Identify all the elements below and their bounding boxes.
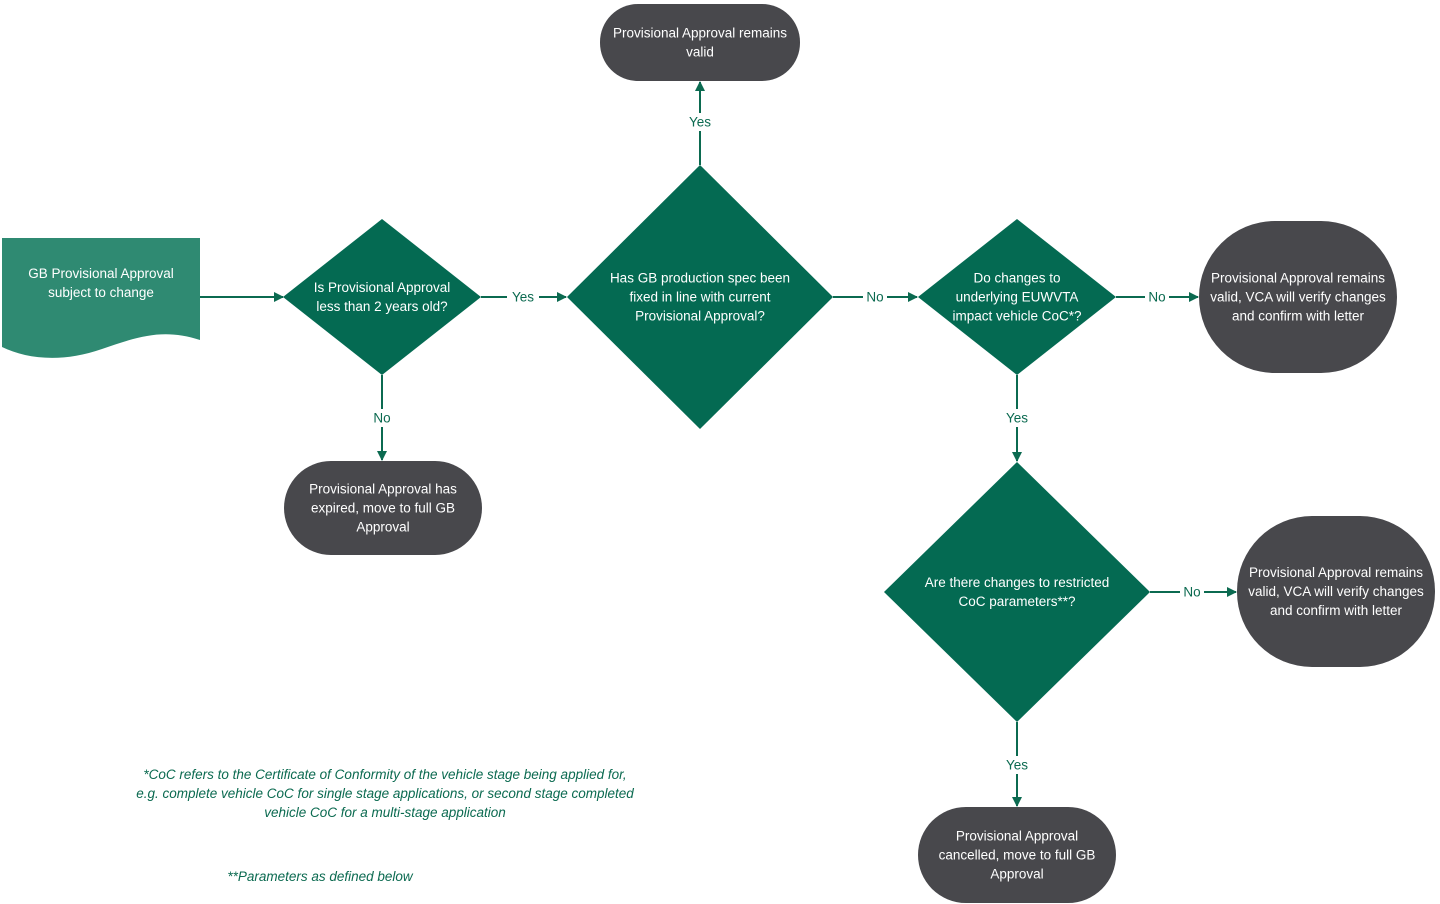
t-expired-text: Provisional Approval has <box>309 482 457 497</box>
edge-label: No <box>373 411 390 426</box>
q-euwvta-node: Do changes to underlying EUWVTA impact veh… <box>918 219 1116 375</box>
q-age-node: Is Provisional Approval less than 2 years… <box>283 219 481 375</box>
t-valid-text: valid <box>686 45 714 60</box>
t-cancelled-text: Approval <box>990 867 1043 882</box>
edge-label: Yes <box>512 290 534 305</box>
q-age-text: Is Provisional Approval <box>314 280 451 295</box>
q-age-text: less than 2 years old? <box>316 299 447 314</box>
terminal-shape <box>600 4 800 81</box>
euwvta-no-connector: No <box>1116 288 1199 306</box>
q-spec-text: Has GB production spec been <box>610 271 790 286</box>
edge-label: Yes <box>689 115 711 130</box>
start-text: subject to change <box>48 285 154 300</box>
q-euwvta-text: underlying EUWVTA <box>956 290 1079 305</box>
footnote-coc-line: *CoC refers to the Certificate of Confor… <box>143 767 627 782</box>
t-cancelled-node: Provisional Approval cancelled, move to f… <box>918 807 1116 903</box>
edge-label: Yes <box>1006 758 1028 773</box>
spec-no-connector: No <box>833 288 918 306</box>
terminal-shape <box>918 807 1116 903</box>
t-verify-2-node: Provisional Approval remains valid, VCA w… <box>1237 516 1435 667</box>
t-expired-text: Approval <box>356 520 409 535</box>
footnote-coc-line: e.g. complete vehicle CoC for single sta… <box>136 786 634 801</box>
t-verify-1-text: and confirm with letter <box>1232 309 1365 324</box>
edge-label: No <box>866 290 883 305</box>
document-shape <box>2 238 200 358</box>
start-text: GB Provisional Approval <box>28 266 174 281</box>
t-verify-2-text: valid, VCA will verify changes <box>1248 584 1424 599</box>
restricted-no-connector: No <box>1150 583 1237 601</box>
age-yes-connector: Yes <box>481 288 567 306</box>
terminal-shape <box>1237 516 1435 667</box>
t-verify-1-node: Provisional Approval remains valid, VCA w… <box>1199 221 1397 373</box>
edge-label: Yes <box>1006 411 1028 426</box>
edge-label: No <box>1148 290 1165 305</box>
q-restricted-text: CoC parameters**? <box>958 594 1075 609</box>
edge-label-background <box>1145 288 1169 306</box>
t-expired-text: expired, move to full GB <box>311 501 455 516</box>
edge-label-background <box>684 113 716 131</box>
q-euwvta-text: impact vehicle CoC*? <box>952 309 1081 324</box>
t-verify-1-text: Provisional Approval remains <box>1211 271 1385 286</box>
edge-label-background <box>1180 583 1204 601</box>
t-cancelled-text: cancelled, move to full GB <box>939 848 1096 863</box>
t-valid-text: Provisional Approval remains <box>613 26 787 41</box>
edge-label-background <box>1001 409 1033 427</box>
edge-label-background <box>507 288 539 306</box>
edge-label-background <box>370 409 394 427</box>
footnote-coc-definition: *CoC refers to the Certificate of Confor… <box>100 765 670 822</box>
footnote-parameters: **Parameters as defined below <box>227 869 413 884</box>
age-no-connector: No <box>370 375 394 461</box>
q-euwvta-text: Do changes to <box>973 271 1060 286</box>
t-valid-node: Provisional Approval remains valid <box>600 4 800 81</box>
decision-diamond <box>918 219 1116 375</box>
decision-diamond <box>283 219 481 375</box>
spec-yes-connector: Yes <box>684 81 716 165</box>
decision-diamond <box>567 165 833 429</box>
start-node: GB Provisional Approval subject to change <box>2 238 200 358</box>
terminal-shape <box>1199 221 1397 373</box>
t-verify-1-text: valid, VCA will verify changes <box>1210 290 1386 305</box>
edge-label-background <box>1001 756 1033 774</box>
t-verify-2-text: Provisional Approval remains <box>1249 565 1423 580</box>
t-cancelled-text: Provisional Approval <box>956 829 1078 844</box>
q-spec-node: Has GB production spec been fixed in line… <box>567 165 833 429</box>
q-restricted-text: Are there changes to restricted <box>925 575 1110 590</box>
edge-label-background <box>863 288 887 306</box>
edge-label: No <box>1183 585 1200 600</box>
q-spec-text: fixed in line with current <box>629 290 770 305</box>
decision-diamond <box>884 462 1150 722</box>
t-expired-node: Provisional Approval has expired, move to… <box>284 461 482 555</box>
footnote-coc-line: vehicle CoC for a multi-stage applicatio… <box>264 805 506 820</box>
euwvta-yes-connector: Yes <box>1001 375 1033 462</box>
terminal-shape <box>284 461 482 555</box>
t-verify-2-text: and confirm with letter <box>1270 603 1403 618</box>
q-spec-text: Provisional Approval? <box>635 309 765 324</box>
restricted-yes-connector: Yes <box>1001 722 1033 807</box>
